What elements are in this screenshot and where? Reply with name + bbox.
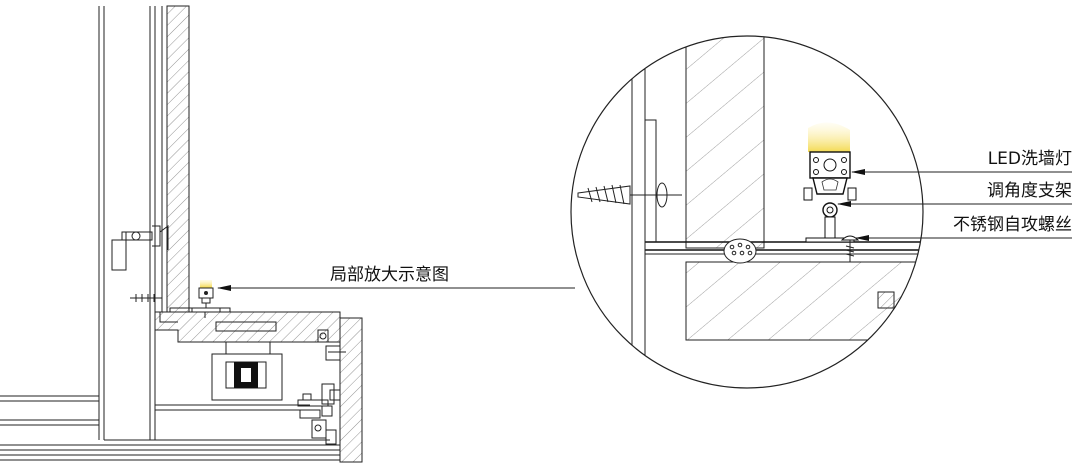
ceiling-slab bbox=[154, 311, 341, 343]
upper-wall-block bbox=[685, 36, 765, 249]
light-beam bbox=[808, 122, 850, 154]
led-wall-washer-fixture bbox=[803, 151, 860, 262]
wall-clip-bracket bbox=[111, 225, 169, 271]
transformer-box bbox=[211, 341, 283, 401]
detail-circle: LED洗墙灯 调角度支架 不锈钢自攻螺丝 bbox=[570, 35, 1072, 389]
self-tapping-screw-left bbox=[577, 182, 682, 208]
right-column bbox=[339, 317, 363, 463]
callout-label: 局部放大示意图 bbox=[330, 265, 449, 285]
label-adjustable-bracket: 调角度支架 bbox=[987, 181, 1072, 201]
label-led-wall-washer: LED洗墙灯 bbox=[988, 149, 1072, 169]
label-stainless-screw: 不锈钢自攻螺丝 bbox=[953, 215, 1072, 235]
left-section: 局部放大示意图 bbox=[0, 5, 575, 463]
small-screw bbox=[130, 294, 162, 302]
right-clips bbox=[297, 329, 346, 445]
wire-grommet bbox=[723, 238, 757, 264]
hatched-wall bbox=[166, 5, 190, 313]
small-led-fixture bbox=[191, 280, 221, 313]
